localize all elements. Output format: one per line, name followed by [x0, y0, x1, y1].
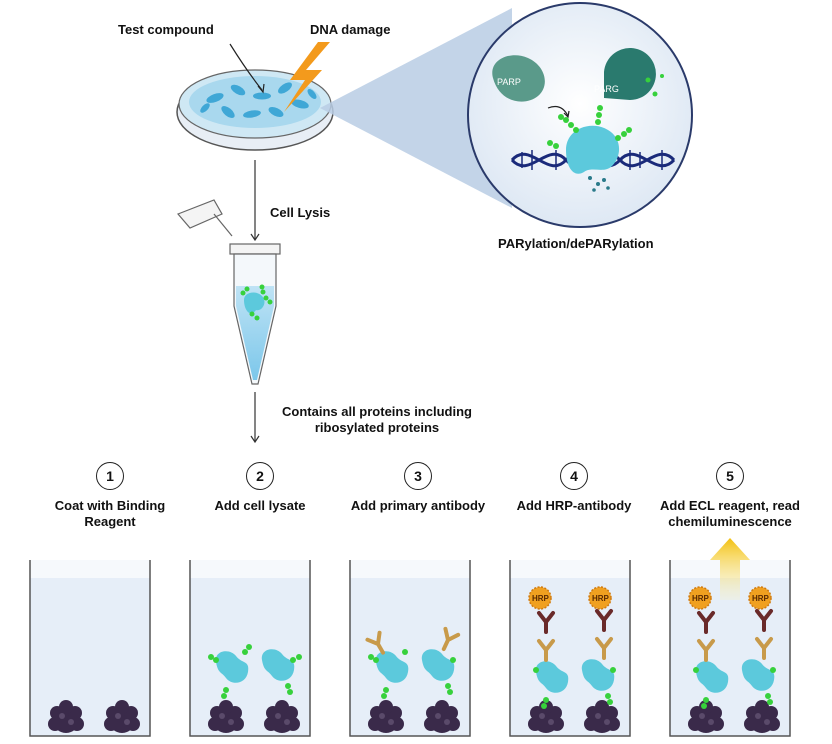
contains-proteins-label: Contains all proteins including ribosyla…: [262, 404, 492, 436]
parp-enzyme: [492, 55, 545, 102]
step-number-3: 3: [404, 462, 432, 490]
step-number-2: 2: [246, 462, 274, 490]
step-4-title-line1: Add HRP-antibody: [516, 498, 632, 513]
step-1-header: 1 Coat with Binding Reagent: [30, 462, 190, 530]
test-compound-label: Test compound: [118, 22, 214, 37]
zoom-circle: PARP PARG: [467, 2, 693, 228]
step-1-title-line2: Reagent: [84, 514, 136, 529]
step-5-title: Add ECL reagent, read chemiluminescence: [650, 498, 810, 530]
step-4-title: Add HRP-antibody: [494, 498, 654, 514]
hrp-label-5b: HRP: [752, 594, 770, 603]
step-5-title-line1: Add ECL reagent, read: [660, 498, 800, 513]
cells: [200, 82, 317, 118]
step-5-header: 5 Add ECL reagent, read chemiluminescenc…: [650, 462, 810, 530]
parg-label: PARG: [594, 84, 619, 94]
microcentrifuge-tube: [176, 199, 281, 385]
target-protein: [566, 125, 620, 174]
step-number-1: 1: [96, 462, 124, 490]
well-5: HRP HRP: [669, 538, 791, 737]
contains-proteins-line1: Contains all proteins including: [282, 404, 472, 419]
step-3-title: Add primary antibody: [338, 498, 498, 514]
well-3: [349, 560, 471, 737]
step-2-title-line1: Add cell lysate: [214, 498, 306, 513]
step-number-5: 5: [716, 462, 744, 490]
step-1-title-line1: Coat with Binding: [54, 498, 166, 513]
step-number-4: 4: [560, 462, 588, 490]
step-1-title: Coat with Binding Reagent: [30, 498, 190, 530]
step-5-title-line2: chemiluminescence: [668, 514, 792, 529]
step-2-header: 2 Add cell lysate: [180, 462, 340, 514]
hrp-label-4b: HRP: [592, 594, 610, 603]
parg-enzyme: [604, 48, 656, 100]
dna-damage-label: DNA damage: [310, 22, 391, 37]
hrp-label-4a: HRP: [532, 594, 550, 603]
arrow-to-steps: [250, 392, 260, 444]
well-1: [29, 560, 151, 737]
hrp-label-5a: HRP: [692, 594, 710, 603]
parylation-label: PARylation/dePARylation: [498, 236, 654, 251]
petri-dish: [176, 43, 334, 151]
step-4-header: 4 Add HRP-antibody: [494, 462, 654, 514]
well-4: HRP HRP: [509, 560, 631, 737]
contains-proteins-line2: ribosylated proteins: [314, 420, 440, 435]
step-3-title-line1: Add primary antibody: [350, 498, 486, 513]
ecl-light-arrow: [710, 538, 750, 600]
step-3-header: 3 Add primary antibody: [338, 462, 498, 514]
cell-lysis-label: Cell Lysis: [270, 205, 331, 220]
zoom-cone: [320, 8, 512, 208]
step-2-title: Add cell lysate: [180, 498, 340, 514]
well-2: [189, 560, 311, 737]
par-chains: [547, 105, 632, 149]
lightning-bolt-icon: [284, 42, 330, 112]
arrow-to-tube: [250, 160, 260, 242]
parp-label: PARP: [497, 77, 521, 87]
